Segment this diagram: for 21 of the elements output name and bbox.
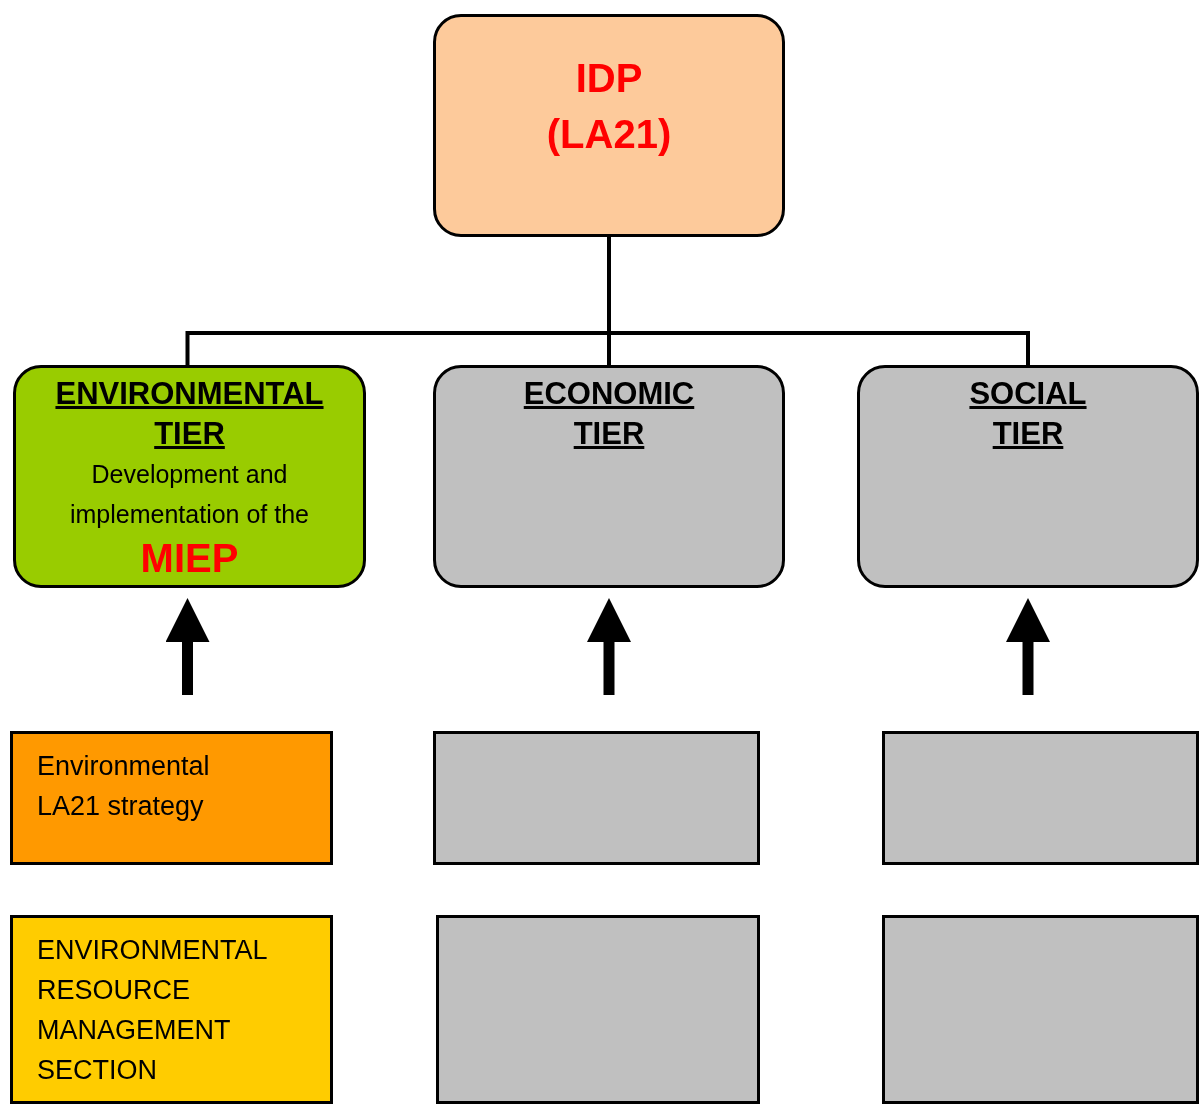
process-box — [10, 731, 333, 865]
thick-arrow — [587, 598, 631, 695]
title-text: IDP (LA21) — [545, 54, 673, 158]
acronym-text: MIEP — [140, 535, 239, 582]
tier-heading: ECONOMIC TIER — [522, 375, 696, 453]
rounded-box — [433, 14, 785, 237]
tier-box — [13, 365, 366, 588]
empty-box — [882, 915, 1199, 1104]
tier-heading: SOCIAL TIER — [968, 375, 1088, 453]
process-box — [10, 915, 333, 1104]
box-text: ENVIRONMENTAL RESOURCE MANAGEMENT SECTION — [37, 934, 268, 1087]
box-text: Environmental LA21 strategy — [37, 750, 211, 823]
thick-arrow — [1006, 598, 1050, 695]
thick-arrow — [165, 598, 210, 695]
tier-description: Development and implementation of the — [69, 459, 310, 530]
tier-box — [857, 365, 1199, 588]
tier-heading: ENVIRONMENTAL TIER — [54, 375, 325, 453]
empty-box — [882, 731, 1199, 865]
empty-box — [436, 915, 760, 1104]
empty-box — [433, 731, 760, 865]
tier-box — [433, 365, 785, 588]
